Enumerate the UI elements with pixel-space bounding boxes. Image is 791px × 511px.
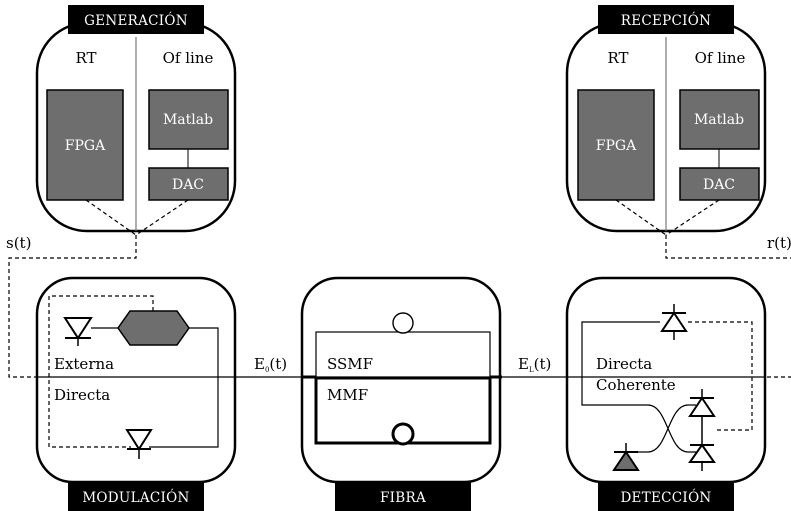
generacion-fpga-dashed [85,199,137,236]
generacion-block: GENERACIÓN RT Of line FPGA Matlab DAC [35,5,237,236]
recepcion-header [598,5,734,34]
generacion-dac-box [148,167,229,201]
deteccion-header [598,482,734,511]
recepcion-dac-box [679,167,760,201]
svg-text:EL(t): EL(t) [518,355,551,374]
recepcion-block: RECEPCIÓN RT Of line FPGA Matlab DAC [565,5,767,236]
coherent-hybrid-coupler [624,404,696,453]
modulacion-directa-label: Directa [54,386,110,404]
fibra-header [335,482,471,511]
signal-r-path [665,235,791,259]
deteccion-coherente-label: Coherente [596,376,676,394]
generacion-rt-label: RT [75,49,96,67]
fibra-title: FIBRA [380,490,426,506]
fibra-frame [300,276,502,484]
recepcion-dac-dashed [665,199,720,236]
deteccion-directa-label: Directa [596,355,652,373]
recepcion-fpga-label: FPGA [596,138,637,154]
fibra-ssmf-label: SSMF [327,355,373,373]
field-el-label: EL(t) [518,355,551,374]
recepcion-title: RECEPCIÓN [621,12,712,29]
generacion-dac-label: DAC [172,177,204,193]
svg-text:E0(t): E0(t) [254,355,287,374]
deteccion-control-dashed [688,321,753,431]
local-oscillator-laser-icon [612,450,640,471]
modulacion-control-dashed [48,295,154,448]
externa-laser-diode-icon [63,317,93,340]
generacion-fpga-box [46,89,124,201]
generacion-title: GENERACIÓN [84,12,188,29]
signal-r-label: r(t) [767,234,791,252]
external-modulator-icon [117,310,190,346]
externa-output-path [189,327,219,377]
modulacion-frame [35,276,237,484]
fibra-mmf-label: MMF [327,386,368,404]
directa-output-path [149,377,219,448]
generacion-dac-dashed [135,199,189,236]
generacion-fpga-label: FPGA [65,138,106,154]
fibra-block: SSMF MMF FIBRA [300,276,502,511]
modulacion-title: MODULACIÓN [82,489,189,506]
recepcion-fpga-box [577,89,655,201]
modulacion-block: Externa Directa MODULACIÓN [35,276,237,511]
generacion-header [68,5,204,34]
recepcion-rt-label: RT [607,49,628,67]
recepcion-offline-label: Of line [695,49,746,67]
recepcion-matlab-label: Matlab [694,112,744,128]
signal-s-label: s(t) [6,234,31,252]
mmf-spool-icon [391,422,415,446]
recepcion-matlab-box [679,89,760,150]
directa-detector-path [581,321,660,406]
recepcion-dac-label: DAC [703,177,735,193]
recepcion-fpga-dashed [615,199,667,236]
generacion-offline-label: Of line [163,49,214,67]
field-e0-label: E0(t) [254,355,287,374]
deteccion-title: DETECCIÓN [620,489,711,506]
ssmf-spool-icon [392,312,414,334]
modulacion-header [68,482,204,511]
generacion-matlab-box [148,89,229,150]
modulacion-externa-label: Externa [54,355,114,373]
signal-s-path [8,235,137,378]
generacion-matlab-label: Matlab [163,112,213,128]
deteccion-block: Directa Coherente DETECCIÓN [565,276,767,511]
directa-laser-diode-icon [125,429,153,451]
